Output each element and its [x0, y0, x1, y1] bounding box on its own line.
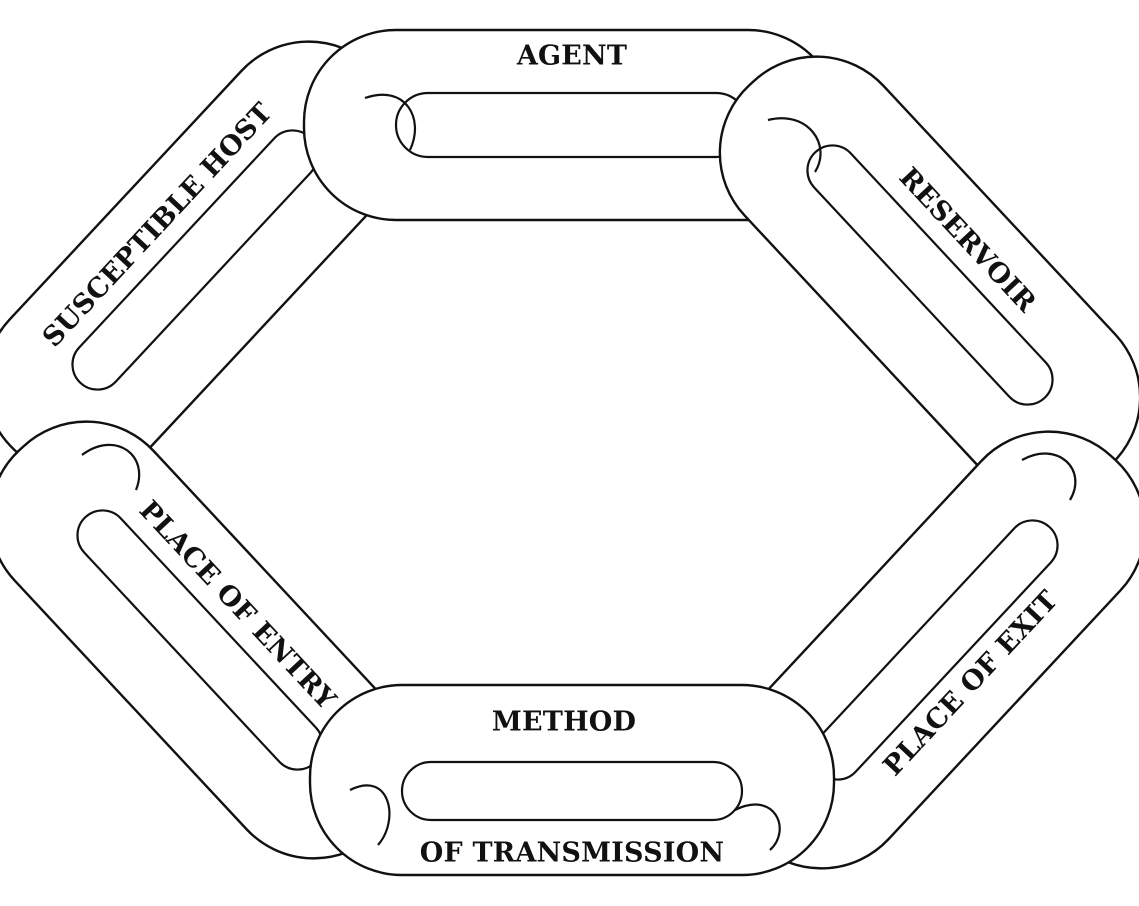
- link-method-of-transmission: METHOD OF TRANSMISSION: [310, 685, 834, 875]
- link-method-of-transmission-label-line2: OF TRANSMISSION: [420, 838, 725, 869]
- link-agent-hole: [396, 93, 748, 157]
- link-method-of-transmission-hole: [402, 762, 742, 820]
- link-agent-label: AGENT: [516, 41, 627, 72]
- link-method-of-transmission-label-line1: METHOD: [492, 707, 636, 738]
